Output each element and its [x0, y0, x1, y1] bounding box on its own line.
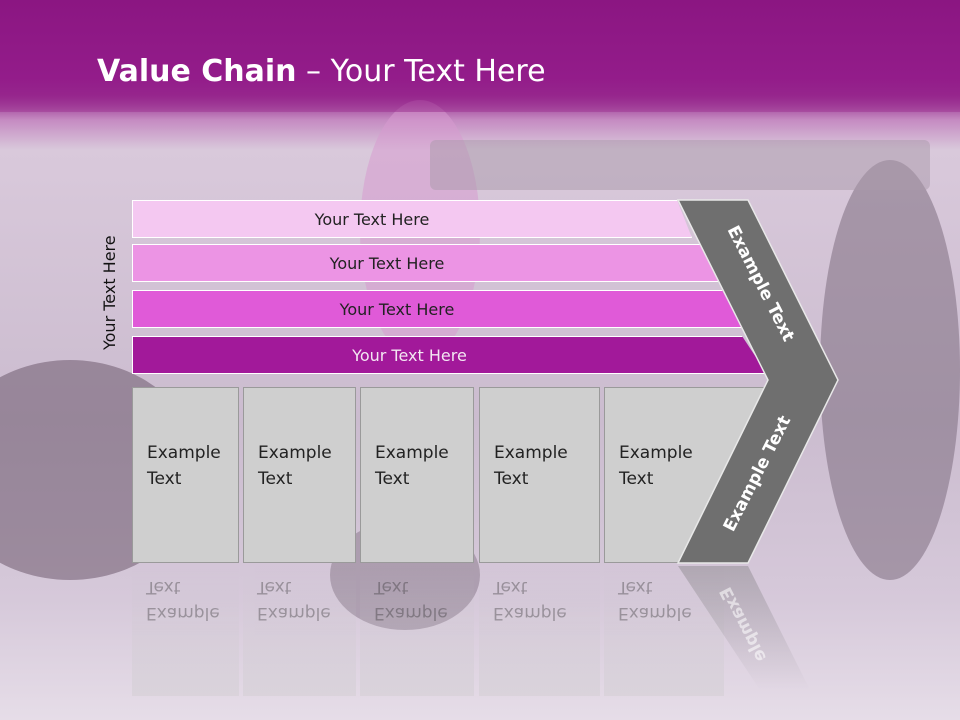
box-text-line1: Example: [619, 443, 693, 463]
value-chain-bar-1: Your Text Here: [132, 200, 692, 238]
box-text-line2: Text: [258, 469, 293, 489]
bar-label: Your Text Here: [339, 299, 455, 319]
page-title-bold: Value Chain: [97, 54, 297, 89]
activity-box-3: Example Text: [360, 387, 474, 563]
box-text-line2: Text: [619, 469, 654, 489]
value-chain-bar-2: Your Text Here: [132, 244, 722, 282]
chevron-reflection: [678, 566, 810, 690]
box-text-line1: Example: [258, 443, 332, 463]
activity-box-4: Example Text: [479, 387, 600, 563]
page-title-rest: – Your Text Here: [296, 54, 546, 89]
activity-box-1: Example Text: [132, 387, 239, 563]
bar-label: Your Text Here: [352, 345, 467, 365]
box-text-line2: Text: [494, 469, 529, 489]
box-text-line1: Example: [494, 443, 568, 463]
header-band: [0, 0, 960, 112]
box-text-line1: Example: [147, 443, 221, 463]
box-text-line1: Example: [375, 443, 449, 463]
value-chain-bar-4: Your Text Here: [132, 336, 767, 374]
activity-box-2: Example Text: [243, 387, 356, 563]
bar-label: Your Text Here: [314, 209, 430, 229]
box-text-line2: Text: [147, 469, 182, 489]
page-title: Value Chain – Your Text Here: [97, 54, 546, 89]
value-chain-bar-3: Your Text Here: [132, 290, 742, 328]
chevron-shape: [676, 199, 839, 564]
box-text-line2: Text: [375, 469, 410, 489]
bar-label: Your Text Here: [329, 253, 445, 273]
